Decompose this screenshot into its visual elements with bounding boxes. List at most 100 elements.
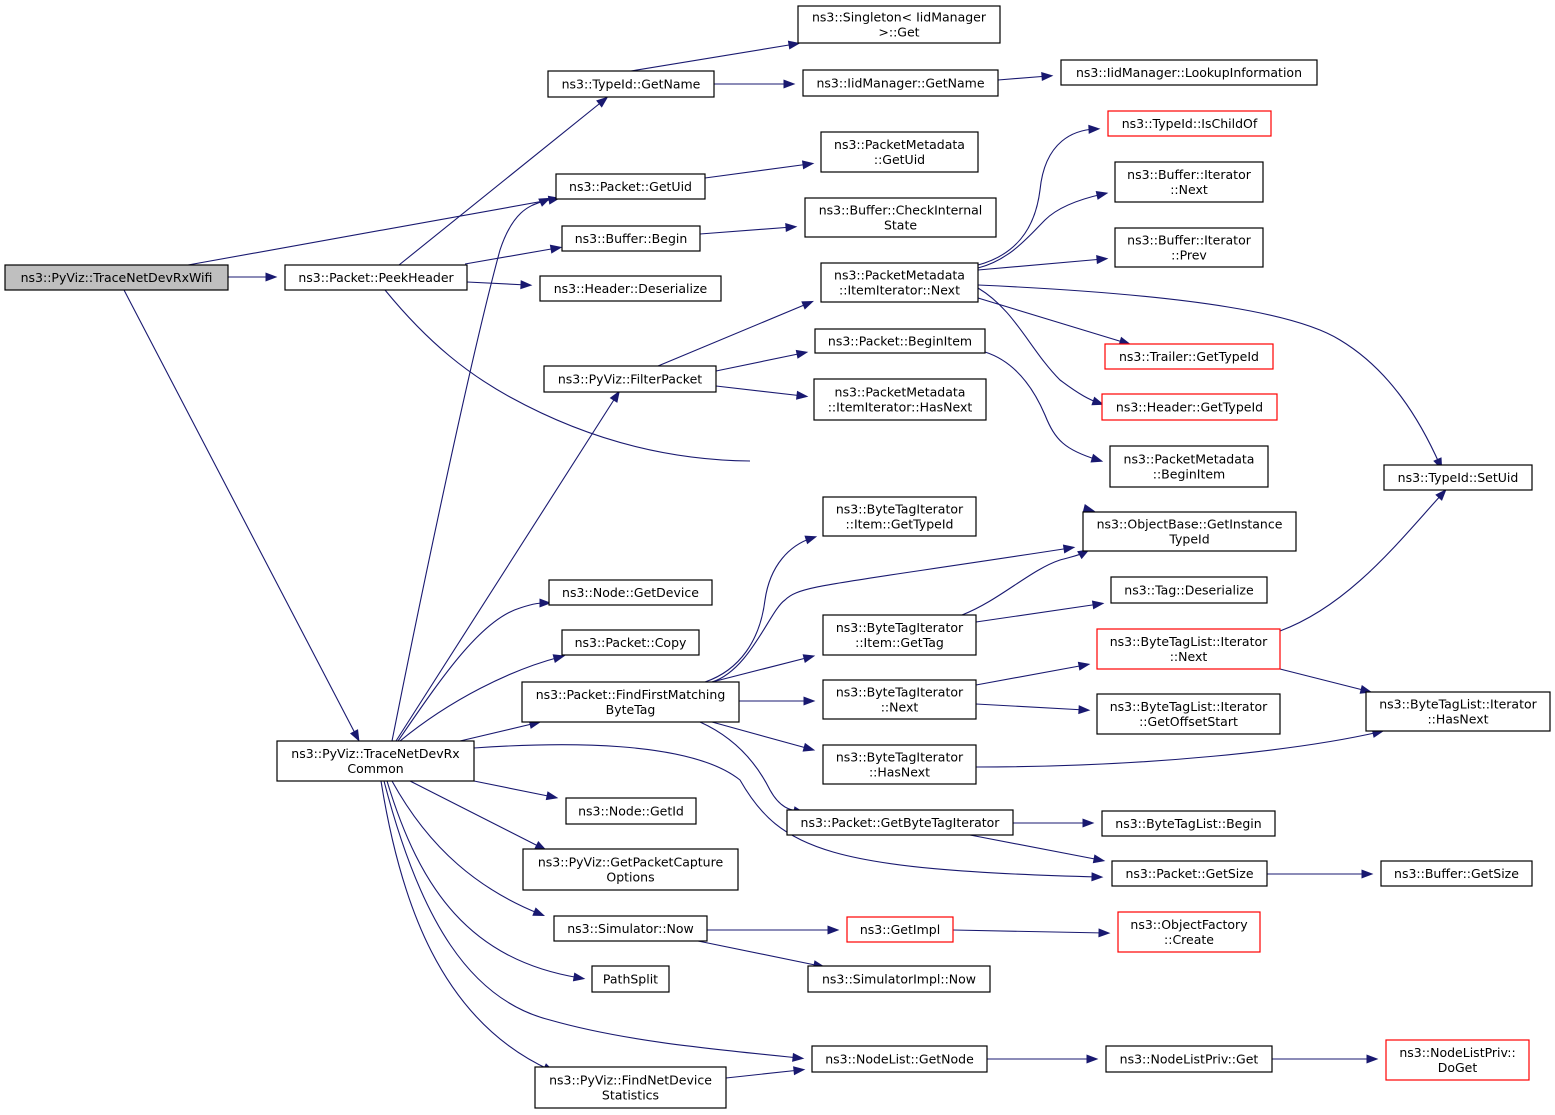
node-pm_iter_next[interactable]: ns3::PacketMetadata::ItemIterator::Next <box>820 262 979 303</box>
node-box[interactable] <box>561 629 700 656</box>
node-box[interactable] <box>1082 511 1297 552</box>
node-box[interactable] <box>1111 860 1268 887</box>
node-box[interactable] <box>822 496 977 537</box>
node-box[interactable] <box>284 264 468 291</box>
node-bti_item_gettypeid[interactable]: ns3::ByteTagIterator::Item::GetTypeId <box>822 496 977 537</box>
node-btl_iter_getoffset[interactable]: ns3::ByteTagList::Iterator::GetOffsetSta… <box>1096 693 1281 735</box>
node-box[interactable] <box>1380 860 1533 887</box>
node-packet_getuid[interactable]: ns3::Packet::GetUid <box>555 173 706 200</box>
node-btl_iter_hasnext[interactable]: ns3::ByteTagList::Iterator::HasNext <box>1365 691 1551 732</box>
node-bti_next[interactable]: ns3::ByteTagIterator::Next <box>822 679 977 720</box>
node-box[interactable] <box>822 614 977 656</box>
node-typeid_setuid[interactable]: ns3::TypeId::SetUid <box>1383 464 1533 491</box>
node-box[interactable] <box>553 915 708 942</box>
node-typeid_getname[interactable]: ns3::TypeId::GetName <box>547 70 715 98</box>
node-box[interactable] <box>811 1045 988 1073</box>
node-nodelist_getnode[interactable]: ns3::NodeList::GetNode <box>811 1045 988 1073</box>
node-pathsplit[interactable]: PathSplit <box>591 965 670 993</box>
node-iid_lookup[interactable]: ns3::IidManager::LookupInformation <box>1060 59 1318 86</box>
node-box[interactable] <box>1060 59 1318 86</box>
node-nodelistpriv_doget[interactable]: ns3::NodeListPriv::DoGet <box>1385 1039 1530 1081</box>
node-sim_now[interactable]: ns3::Simulator::Now <box>553 915 708 942</box>
node-box[interactable] <box>1110 576 1268 604</box>
node-simimpl_now[interactable]: ns3::SimulatorImpl::Now <box>807 965 991 993</box>
node-box[interactable] <box>1105 1045 1273 1073</box>
node-box[interactable] <box>543 365 717 393</box>
node-box[interactable] <box>555 173 706 200</box>
node-packet_getbytetagiter[interactable]: ns3::Packet::GetByteTagIterator <box>786 809 1014 836</box>
node-box[interactable] <box>4 264 229 291</box>
node-box[interactable] <box>1101 810 1276 837</box>
node-header_deser[interactable]: ns3::Header::Deserialize <box>539 275 722 302</box>
node-box[interactable] <box>1114 161 1264 203</box>
node-packet_beginitem[interactable]: ns3::Packet::BeginItem <box>814 328 986 354</box>
node-box[interactable] <box>807 965 991 993</box>
node-box[interactable] <box>547 70 715 98</box>
node-box[interactable] <box>797 5 1001 44</box>
node-buffer_getsize[interactable]: ns3::Buffer::GetSize <box>1380 860 1533 887</box>
node-node_getid[interactable]: ns3::Node::GetId <box>565 797 697 825</box>
node-box[interactable] <box>1107 110 1272 137</box>
node-box[interactable] <box>1096 628 1281 670</box>
node-packet_copy[interactable]: ns3::Packet::Copy <box>561 629 700 656</box>
node-btl_iter_next[interactable]: ns3::ByteTagList::Iterator::Next <box>1096 628 1281 670</box>
node-box[interactable] <box>822 679 977 720</box>
node-bti_item_gettag[interactable]: ns3::ByteTagIterator::Item::GetTag <box>822 614 977 656</box>
node-box[interactable] <box>822 744 977 785</box>
node-box[interactable] <box>1096 693 1281 735</box>
node-box[interactable] <box>846 916 954 943</box>
node-box[interactable] <box>521 681 740 723</box>
node-box[interactable] <box>804 197 997 238</box>
node-singleton_get[interactable]: ns3::Singleton< IidManager>::Get <box>797 5 1001 44</box>
node-box[interactable] <box>786 809 1014 836</box>
node-box[interactable] <box>1365 691 1551 732</box>
node-pm_beginitem[interactable]: ns3::PacketMetadata::BeginItem <box>1109 445 1269 488</box>
node-box[interactable] <box>820 131 979 173</box>
node-box[interactable] <box>1104 343 1274 370</box>
node-box[interactable] <box>1385 1039 1530 1081</box>
node-pm_getuid[interactable]: ns3::PacketMetadata::GetUid <box>820 131 979 173</box>
node-box[interactable] <box>813 378 987 421</box>
node-box[interactable] <box>548 579 713 606</box>
node-box[interactable] <box>814 328 986 354</box>
node-root[interactable]: ns3::PyViz::TraceNetDevRxWifi <box>4 264 229 291</box>
node-box[interactable] <box>1117 911 1261 953</box>
node-btl_begin[interactable]: ns3::ByteTagList::Begin <box>1101 810 1276 837</box>
node-box[interactable] <box>565 797 697 825</box>
node-box[interactable] <box>276 740 475 782</box>
node-trailer_gettypeid[interactable]: ns3::Trailer::GetTypeId <box>1104 343 1274 370</box>
node-box[interactable] <box>561 225 701 252</box>
node-iid_getname[interactable]: ns3::IidManager::GetName <box>802 69 999 97</box>
node-node_getdevice[interactable]: ns3::Node::GetDevice <box>548 579 713 606</box>
node-buffer_begin[interactable]: ns3::Buffer::Begin <box>561 225 701 252</box>
node-box[interactable] <box>534 1066 727 1109</box>
node-box[interactable] <box>539 275 722 302</box>
node-box[interactable] <box>820 262 979 303</box>
node-header_gettypeid[interactable]: ns3::Header::GetTypeId <box>1101 393 1278 421</box>
node-packet_getsize[interactable]: ns3::Packet::GetSize <box>1111 860 1268 887</box>
node-peek[interactable]: ns3::Packet::PeekHeader <box>284 264 468 291</box>
node-box[interactable] <box>1114 227 1264 268</box>
node-box[interactable] <box>522 848 739 891</box>
node-bufiter_next[interactable]: ns3::Buffer::Iterator::Next <box>1114 161 1264 203</box>
node-objfactory_create[interactable]: ns3::ObjectFactory::Create <box>1117 911 1261 953</box>
node-nodelistpriv_get[interactable]: ns3::NodeListPriv::Get <box>1105 1045 1273 1073</box>
node-bufiter_prev[interactable]: ns3::Buffer::Iterator::Prev <box>1114 227 1264 268</box>
node-typeid_ischildof[interactable]: ns3::TypeId::IsChildOf <box>1107 110 1272 137</box>
node-box[interactable] <box>1383 464 1533 491</box>
node-pm_iter_hasnext[interactable]: ns3::PacketMetadata::ItemIterator::HasNe… <box>813 378 987 421</box>
node-getimpl[interactable]: ns3::GetImpl <box>846 916 954 943</box>
node-bti_hasnext[interactable]: ns3::ByteTagIterator::HasNext <box>822 744 977 785</box>
node-box[interactable] <box>1109 445 1269 488</box>
node-box[interactable] <box>591 965 670 993</box>
node-filterpacket[interactable]: ns3::PyViz::FilterPacket <box>543 365 717 393</box>
node-tag_deser[interactable]: ns3::Tag::Deserialize <box>1110 576 1268 604</box>
node-box[interactable] <box>802 69 999 97</box>
node-box[interactable] <box>1101 393 1278 421</box>
